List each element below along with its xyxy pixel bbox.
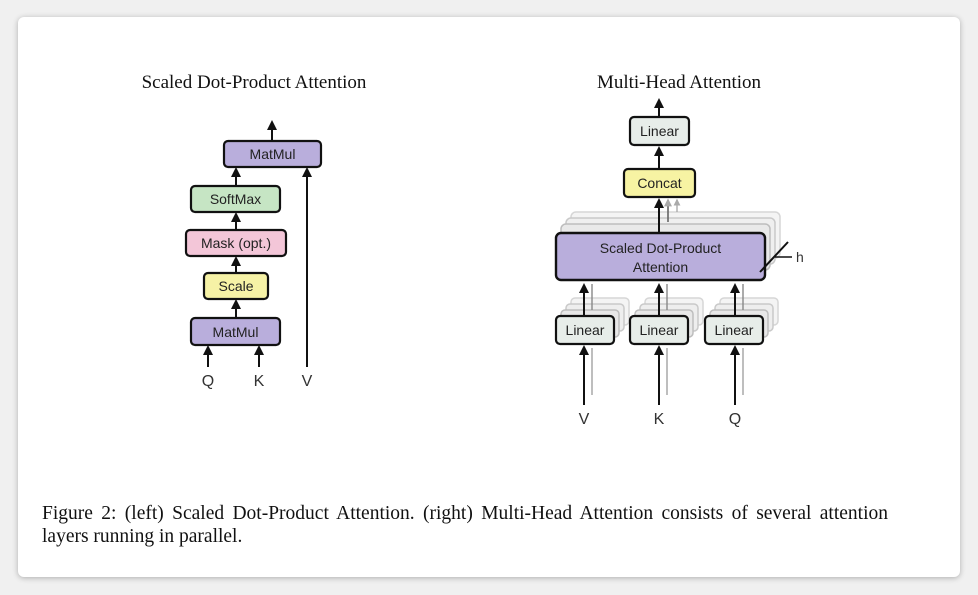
figure-card [18, 17, 960, 577]
concat-label: Concat [637, 175, 681, 191]
softmax-label: SoftMax [210, 191, 261, 207]
input-v-label-right: V [579, 411, 590, 428]
input-v-label: V [302, 373, 313, 390]
attention-label-line2: Attention [633, 259, 688, 275]
mask-block: Mask (opt.) [184, 228, 288, 258]
input-q-label-right: Q [729, 411, 741, 428]
figure-caption: Figure 2: (left) Scaled Dot-Product Atte… [42, 503, 888, 547]
scaled-dot-product-diagram: Scaled Dot-Product Attention MatMul Soft… [142, 72, 367, 390]
scale-label: Scale [218, 278, 253, 294]
multi-head-attention-diagram: Multi-Head Attention [554, 72, 804, 428]
matmul-bottom-label: MatMul [213, 324, 259, 340]
linear-v-label: Linear [566, 322, 605, 338]
linear-v-block: Linear [554, 314, 616, 346]
heads-slash [759, 241, 789, 273]
heads-indicator: h [759, 241, 804, 273]
input-k-label: K [254, 373, 265, 390]
softmax-block: SoftMax [189, 184, 282, 214]
left-diagram-title: Scaled Dot-Product Attention [142, 72, 367, 93]
linear-k-block: Linear [628, 314, 690, 346]
linear-k-label: Linear [640, 322, 679, 338]
heads-label: h [796, 249, 804, 265]
input-q-label: Q [202, 373, 214, 390]
linear-q-block: Linear [703, 314, 765, 346]
matmul-top-label: MatMul [250, 146, 296, 162]
concat-block: Concat [622, 167, 697, 199]
mask-label: Mask (opt.) [201, 235, 271, 251]
linear-q-label: Linear [715, 322, 754, 338]
matmul-top-block: MatMul [222, 139, 323, 169]
matmul-bottom-block: MatMul [189, 316, 282, 347]
scaled-dot-product-attention-block: Scaled Dot-Product Attention [554, 231, 767, 282]
linear-output-block: Linear [628, 115, 691, 147]
input-k-label-right: K [654, 411, 665, 428]
right-diagram-title: Multi-Head Attention [597, 72, 762, 93]
scale-block: Scale [202, 271, 270, 301]
attention-label-line1: Scaled Dot-Product [600, 240, 722, 256]
linear-output-label: Linear [640, 123, 679, 139]
